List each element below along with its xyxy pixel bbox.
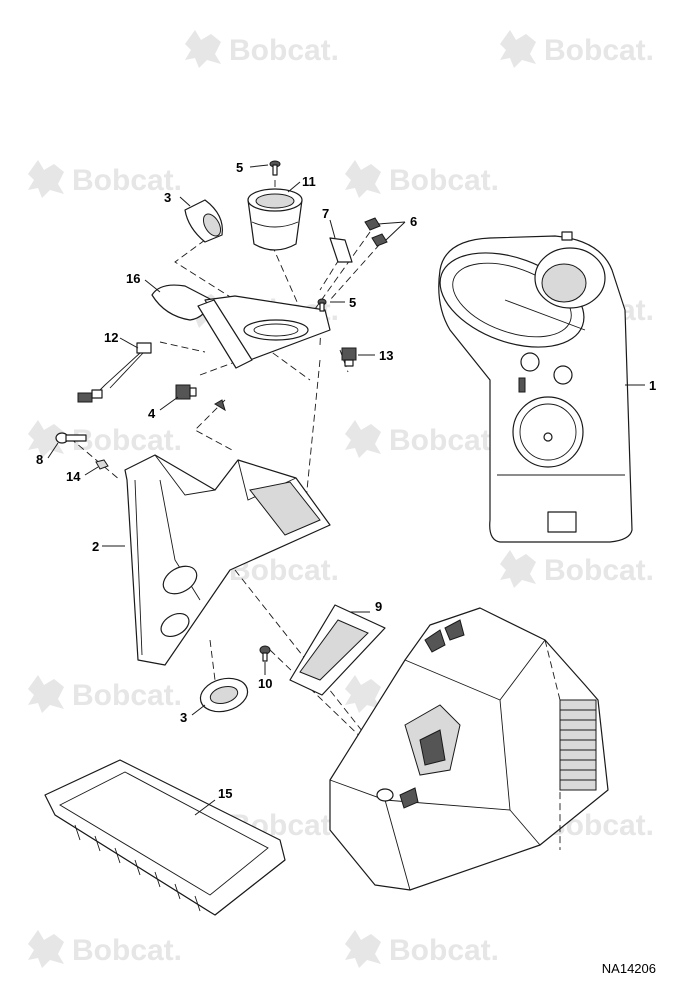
part-11-cup-holder: [247, 188, 303, 251]
part-12-harness: [77, 342, 152, 403]
watermark: Bobcat.: [345, 160, 499, 198]
callout-7: 7: [322, 206, 329, 221]
bobcat-logo-icon: [345, 930, 381, 968]
bobcat-logo-icon: [28, 930, 64, 968]
callout-4: 4: [148, 406, 156, 421]
watermark: Bobcat.: [500, 30, 654, 68]
watermark-text: Bobcat.: [72, 679, 182, 712]
part-15-tray: [44, 759, 286, 916]
watermark: Bobcat.: [345, 420, 499, 458]
part-13-relay: [341, 347, 357, 367]
callout-8: 8: [36, 452, 43, 467]
part-14-nut: [95, 459, 109, 470]
watermark: Bobcat.: [185, 30, 339, 68]
watermark: Bobcat.: [28, 675, 182, 713]
callout-10: 10: [258, 676, 272, 691]
callout-9: 9: [375, 599, 382, 614]
callout-3: 3: [180, 710, 187, 725]
part-9-gasket: [289, 604, 386, 696]
part-3-grommet-top: [184, 199, 223, 243]
callout-11: 11: [302, 174, 316, 189]
bobcat-logo-icon: [345, 420, 381, 458]
part-10-screw: [259, 645, 271, 662]
callout-2: 2: [92, 539, 99, 554]
console-base: [329, 607, 609, 891]
watermark-text: Bobcat.: [72, 164, 182, 197]
watermark: Bobcat.: [500, 550, 654, 588]
part-3-grommet-lower: [199, 677, 249, 713]
bobcat-logo-icon: [345, 675, 381, 713]
part-6-clips: [364, 217, 388, 247]
bobcat-logo-icon: [345, 160, 381, 198]
watermark: Bobcat.: [28, 160, 182, 198]
bobcat-logo-icon: [28, 675, 64, 713]
callout-14: 14: [66, 469, 81, 484]
callout-16: 16: [126, 271, 140, 286]
upper-panel: [197, 295, 331, 369]
callout-labels: 5 11 3 7 6 16 5 12 13 4 8 14 2 1 9 10 3 …: [36, 160, 656, 801]
callout-12: 12: [104, 330, 118, 345]
callout-6: 6: [410, 214, 417, 229]
watermark-text: Bobcat.: [544, 34, 654, 67]
watermark: Bobcat.: [28, 930, 182, 968]
part-8-bolt: [55, 432, 87, 444]
callout-1: 1: [649, 378, 656, 393]
watermark-text: Bobcat.: [389, 934, 499, 967]
callout-15: 15: [218, 786, 232, 801]
part-5-screw-top: [269, 160, 281, 176]
callout-5: 5: [349, 295, 356, 310]
watermark-text: Bobcat.: [72, 934, 182, 967]
watermark-text: Bobcat.: [72, 424, 182, 457]
watermark-text: Bobcat.: [389, 164, 499, 197]
watermark-text: Bobcat.: [544, 554, 654, 587]
watermark: Bobcat.: [28, 420, 182, 458]
callout-3: 3: [164, 190, 171, 205]
bobcat-logo-icon: [185, 30, 221, 68]
part-5-screw-mid: [317, 298, 327, 312]
watermark-text: Bobcat.: [229, 34, 339, 67]
bobcat-logo-icon: [500, 550, 536, 588]
part-1-console-cover: [438, 231, 633, 543]
watermark-text: Bobcat.: [389, 424, 499, 457]
part-2-console-housing: [124, 454, 331, 666]
watermark: Bobcat.: [345, 930, 499, 968]
callout-13: 13: [379, 348, 393, 363]
leader-lines: [47, 164, 645, 816]
callout-5: 5: [236, 160, 243, 175]
bobcat-logo-icon: [28, 420, 64, 458]
part-4-switch: [175, 384, 226, 412]
bobcat-logo-icon: [28, 160, 64, 198]
part-7-plate: [329, 237, 353, 263]
bobcat-logo-icon: [500, 30, 536, 68]
drawing-number: NA14206: [601, 961, 656, 976]
